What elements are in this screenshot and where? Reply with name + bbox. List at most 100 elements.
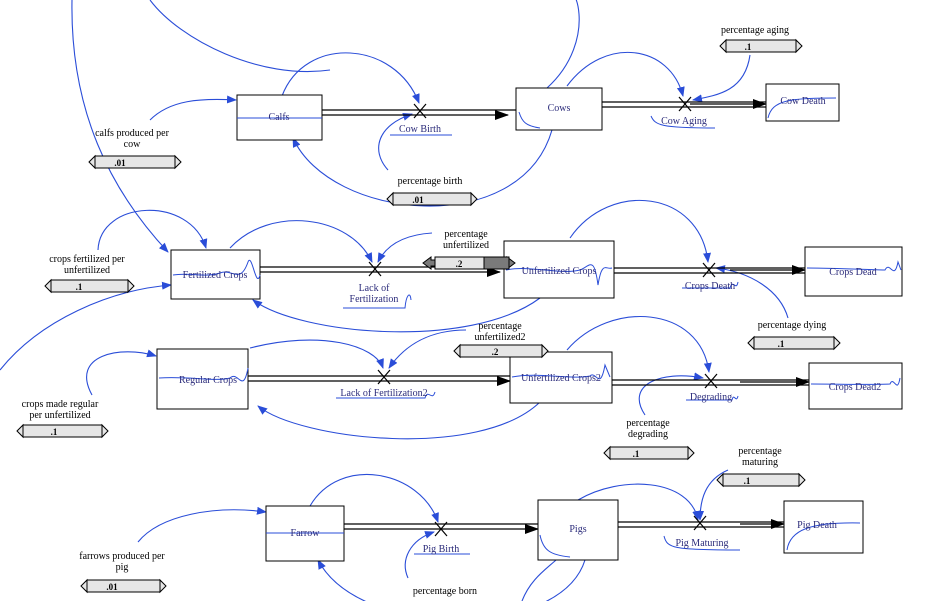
flow-lack-of-fertilization-label2[interactable]: Fertilization [350,294,399,305]
label-percentage-birth: percentage birth [398,176,463,187]
label-calfs-produced-line2: cow [124,139,141,150]
link-fertilized-to-lackfert [229,220,373,263]
stock-pig-death[interactable]: Pig Death [783,500,864,554]
label-crops-made-regular-line1: crops made regular [22,399,99,410]
valve-degrading[interactable] [704,373,718,389]
label-percentage-dying: percentage dying [758,320,827,331]
link-calfsproduced-to-calfs [149,95,237,121]
link-farrow-to-pigbirth [309,473,439,523]
link-percentageunfert-to-lackfert [377,232,433,263]
converter-labels: percentage aging calfs produced per cow … [22,25,827,597]
slider-percentage-unfertilized[interactable]: .2 [422,256,516,270]
link-farrowsproduced-to-farrow [137,506,267,543]
link-cropsregular-to-regular [86,349,157,396]
stock-unfertilized-crops[interactable]: Unfertilized Crops [503,240,615,299]
stock-fertilized-crops[interactable]: Fertilized Crops [170,249,261,300]
link-regular-to-lackfert2 [249,339,384,369]
slider-crops-fertilized[interactable]: .1 [44,278,135,294]
flow-degrading-label[interactable]: Degrading [690,392,732,403]
label-percentage-degrading-line1: percentage [626,418,670,429]
link-top-arc-left [149,0,331,73]
slider-percentage-aging[interactable]: .1 [719,38,803,54]
flow-lack-of-fertilization-label1[interactable]: Lack of [359,283,390,294]
stock-crops-dead2[interactable]: Crops Dead2 [808,362,903,410]
label-percentage-unfertilized-line1: percentage [444,229,488,240]
link-percentagedying-to-cropsdeath [715,265,789,319]
slider-farrows-produced-value: .01 [106,582,118,592]
stock-calfs[interactable]: Calfs [236,94,323,141]
flow-cow-birth-label[interactable]: Cow Birth [399,124,441,135]
slider-crops-made-regular[interactable]: .1 [16,423,109,439]
link-percentagedegrading-to-degrading [638,372,704,416]
slider-percentage-maturing[interactable]: .1 [716,472,806,488]
valve-crops-death[interactable] [702,262,716,278]
link-unfert2-to-regular [257,401,541,440]
link-cropsfertilized-to-fertilized [97,209,208,251]
link-cows-to-calfs [292,129,553,207]
flow-pig-birth-label[interactable]: Pig Birth [423,544,459,555]
stock-regular-crops-label: Regular Crops [179,375,237,386]
slider-percentage-dying-value: .1 [778,339,785,349]
stock-unfertilized-crops2-label: Unfertilized Crops2 [521,373,601,384]
link-unfert2-to-degrading [566,316,712,373]
stock-cow-death[interactable]: Cow Death [765,83,840,122]
label-percentage-unfertilized2-line2: unfertilized2 [474,332,525,343]
stock-pig-death-label: Pig Death [797,520,837,531]
stock-crops-dead-label: Crops Dead [829,267,877,278]
slider-percentage-maturing-value: .1 [744,476,751,486]
slider-percentage-birth[interactable]: .01 [386,191,478,207]
label-percentage-born: percentage born [413,586,477,597]
slider-percentage-aging-value: .1 [745,42,752,52]
slider-percentage-dying[interactable]: .1 [747,335,841,351]
stock-unfertilized-crops2[interactable]: Unfertilized Crops2 [509,351,613,404]
label-percentage-unfertilized-line2: unfertilized [443,240,489,251]
slider-calfs-produced-value: .01 [114,158,126,168]
link-calfs-to-cowbirth [281,52,420,104]
label-farrows-produced-line1: farrows produced per [79,551,165,562]
label-percentage-unfertilized2-line1: percentage [478,321,522,332]
link-pigs-to-farrow [317,559,586,601]
stock-pigs[interactable]: Pigs [537,499,619,561]
flow-labels: Cow Birth Cow Aging Lack of Fertilizatio… [336,115,741,555]
valve-pig-maturing[interactable] [693,515,707,531]
flow-pipes [248,99,810,534]
slider-percentage-unfertilized2[interactable]: .2 [453,343,549,359]
valve-lack-of-fertilization2[interactable] [377,369,391,385]
slider-farrows-produced[interactable]: .01 [80,578,167,594]
label-crops-fertilized-line2: unfertilized [64,265,110,276]
stock-crops-dead[interactable]: Crops Dead [804,246,903,297]
link-percentagebirth-to-cowbirth [378,112,413,171]
link-unfert-to-cropsdeath [569,199,711,263]
link-percentageborn-to-pigbirth [404,531,435,579]
label-crops-fertilized-line1: crops fertilized per [49,254,125,265]
flow-lack-of-fertilization2-label[interactable]: Lack of Fertilization2 [340,388,427,399]
slider-crops-made-regular-value: .1 [51,427,58,437]
label-percentage-maturing-line1: percentage [738,446,782,457]
link-offscreen-to-fertilized [71,0,169,253]
slider-percentage-degrading-value: .1 [633,449,640,459]
stock-cows[interactable]: Cows [515,87,603,131]
flow-pig-maturing-label[interactable]: Pig Maturing [675,538,728,549]
label-farrows-produced-line2: pig [116,562,129,573]
link-regular-to-fertilized [0,281,172,371]
link-percentageunfert2-to-lackfert2 [388,329,467,369]
sliders: .1 .01 .01 .1 .2 .1 [16,38,841,594]
slider-percentage-unfertilized-value: .2 [456,259,463,269]
slider-calfs-produced[interactable]: .01 [88,154,182,170]
flow-cow-aging-label[interactable]: Cow Aging [661,116,707,127]
valve-cow-aging[interactable] [678,96,692,112]
valve-cow-birth[interactable] [413,103,427,119]
slider-percentage-degrading[interactable]: .1 [603,445,695,461]
stock-cows-label: Cows [548,103,571,114]
slider-percentage-unfertilized2-value: .2 [492,347,499,357]
stock-farrow[interactable]: Farrow [265,505,345,562]
slider-percentage-birth-value: .01 [412,195,424,205]
flow-crops-death-label[interactable]: Crops Death [685,281,735,292]
valve-pig-birth[interactable] [434,521,448,537]
valve-lack-of-fertilization[interactable] [368,261,382,277]
stock-fertilized-crops-label: Fertilized Crops [183,270,248,281]
link-cows-loop-top [546,0,580,89]
link-percentageaging-to-cowaging [692,54,751,103]
stock-regular-crops[interactable]: Regular Crops [156,348,249,410]
